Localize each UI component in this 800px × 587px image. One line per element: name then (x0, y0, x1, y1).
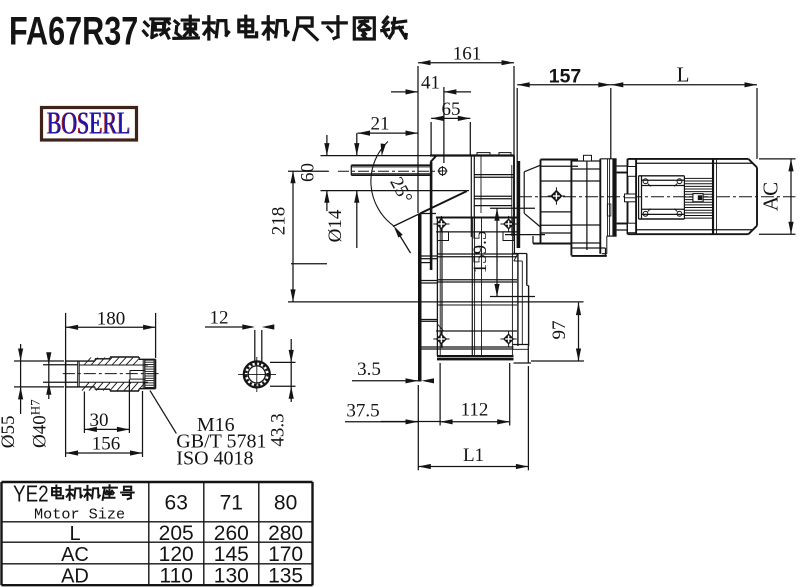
svg-text:3.5: 3.5 (357, 359, 381, 380)
svg-text:30: 30 (90, 410, 109, 431)
svg-text:L: L (677, 63, 690, 87)
svg-text:43.3: 43.3 (267, 413, 288, 446)
svg-text:37.5: 37.5 (346, 401, 379, 422)
svg-text:L1: L1 (463, 445, 484, 466)
svg-text:80: 80 (274, 492, 297, 515)
svg-text:218: 218 (269, 207, 290, 236)
svg-text:Motor Size: Motor Size (34, 506, 125, 524)
svg-text:156: 156 (92, 434, 121, 455)
svg-text:157: 157 (549, 66, 582, 88)
svg-text:65: 65 (442, 99, 461, 120)
svg-text:AD: AD (61, 566, 89, 587)
svg-text:FA67R37: FA67R37 (9, 9, 138, 54)
svg-text:BOSERL: BOSERL (46, 105, 129, 140)
svg-text:Ø55: Ø55 (0, 416, 19, 449)
svg-text:BOSERL: BOSERL (47, 105, 130, 140)
svg-text:260: 260 (214, 522, 249, 545)
svg-text:YE2: YE2 (13, 482, 49, 507)
svg-text:130: 130 (214, 565, 249, 587)
svg-text:21: 21 (371, 114, 390, 135)
svg-text:71: 71 (220, 492, 243, 515)
svg-text:280: 280 (268, 522, 303, 545)
svg-text:60: 60 (298, 163, 319, 182)
svg-text:63: 63 (165, 492, 188, 515)
svg-text:110: 110 (159, 565, 192, 587)
svg-text:L: L (69, 523, 80, 545)
svg-text:AC: AC (759, 182, 783, 211)
svg-text:205: 205 (159, 522, 194, 545)
svg-text:112: 112 (461, 400, 489, 421)
svg-text:145: 145 (214, 543, 249, 566)
svg-text:161: 161 (453, 44, 482, 65)
svg-text:170: 170 (268, 543, 303, 566)
svg-text:ISO 4018: ISO 4018 (176, 448, 253, 470)
svg-text:GB/T 5781: GB/T 5781 (176, 431, 266, 453)
svg-text:180: 180 (97, 309, 126, 330)
svg-text:12: 12 (210, 308, 229, 329)
svg-text:135: 135 (268, 565, 303, 587)
svg-text:AC: AC (61, 544, 89, 566)
svg-text:Ø14: Ø14 (325, 209, 346, 242)
svg-text:M16: M16 (197, 414, 235, 436)
svg-text:97: 97 (549, 321, 570, 340)
svg-text:41: 41 (421, 73, 440, 94)
svg-text:120: 120 (159, 543, 194, 566)
svg-text:159.5: 159.5 (470, 231, 491, 274)
